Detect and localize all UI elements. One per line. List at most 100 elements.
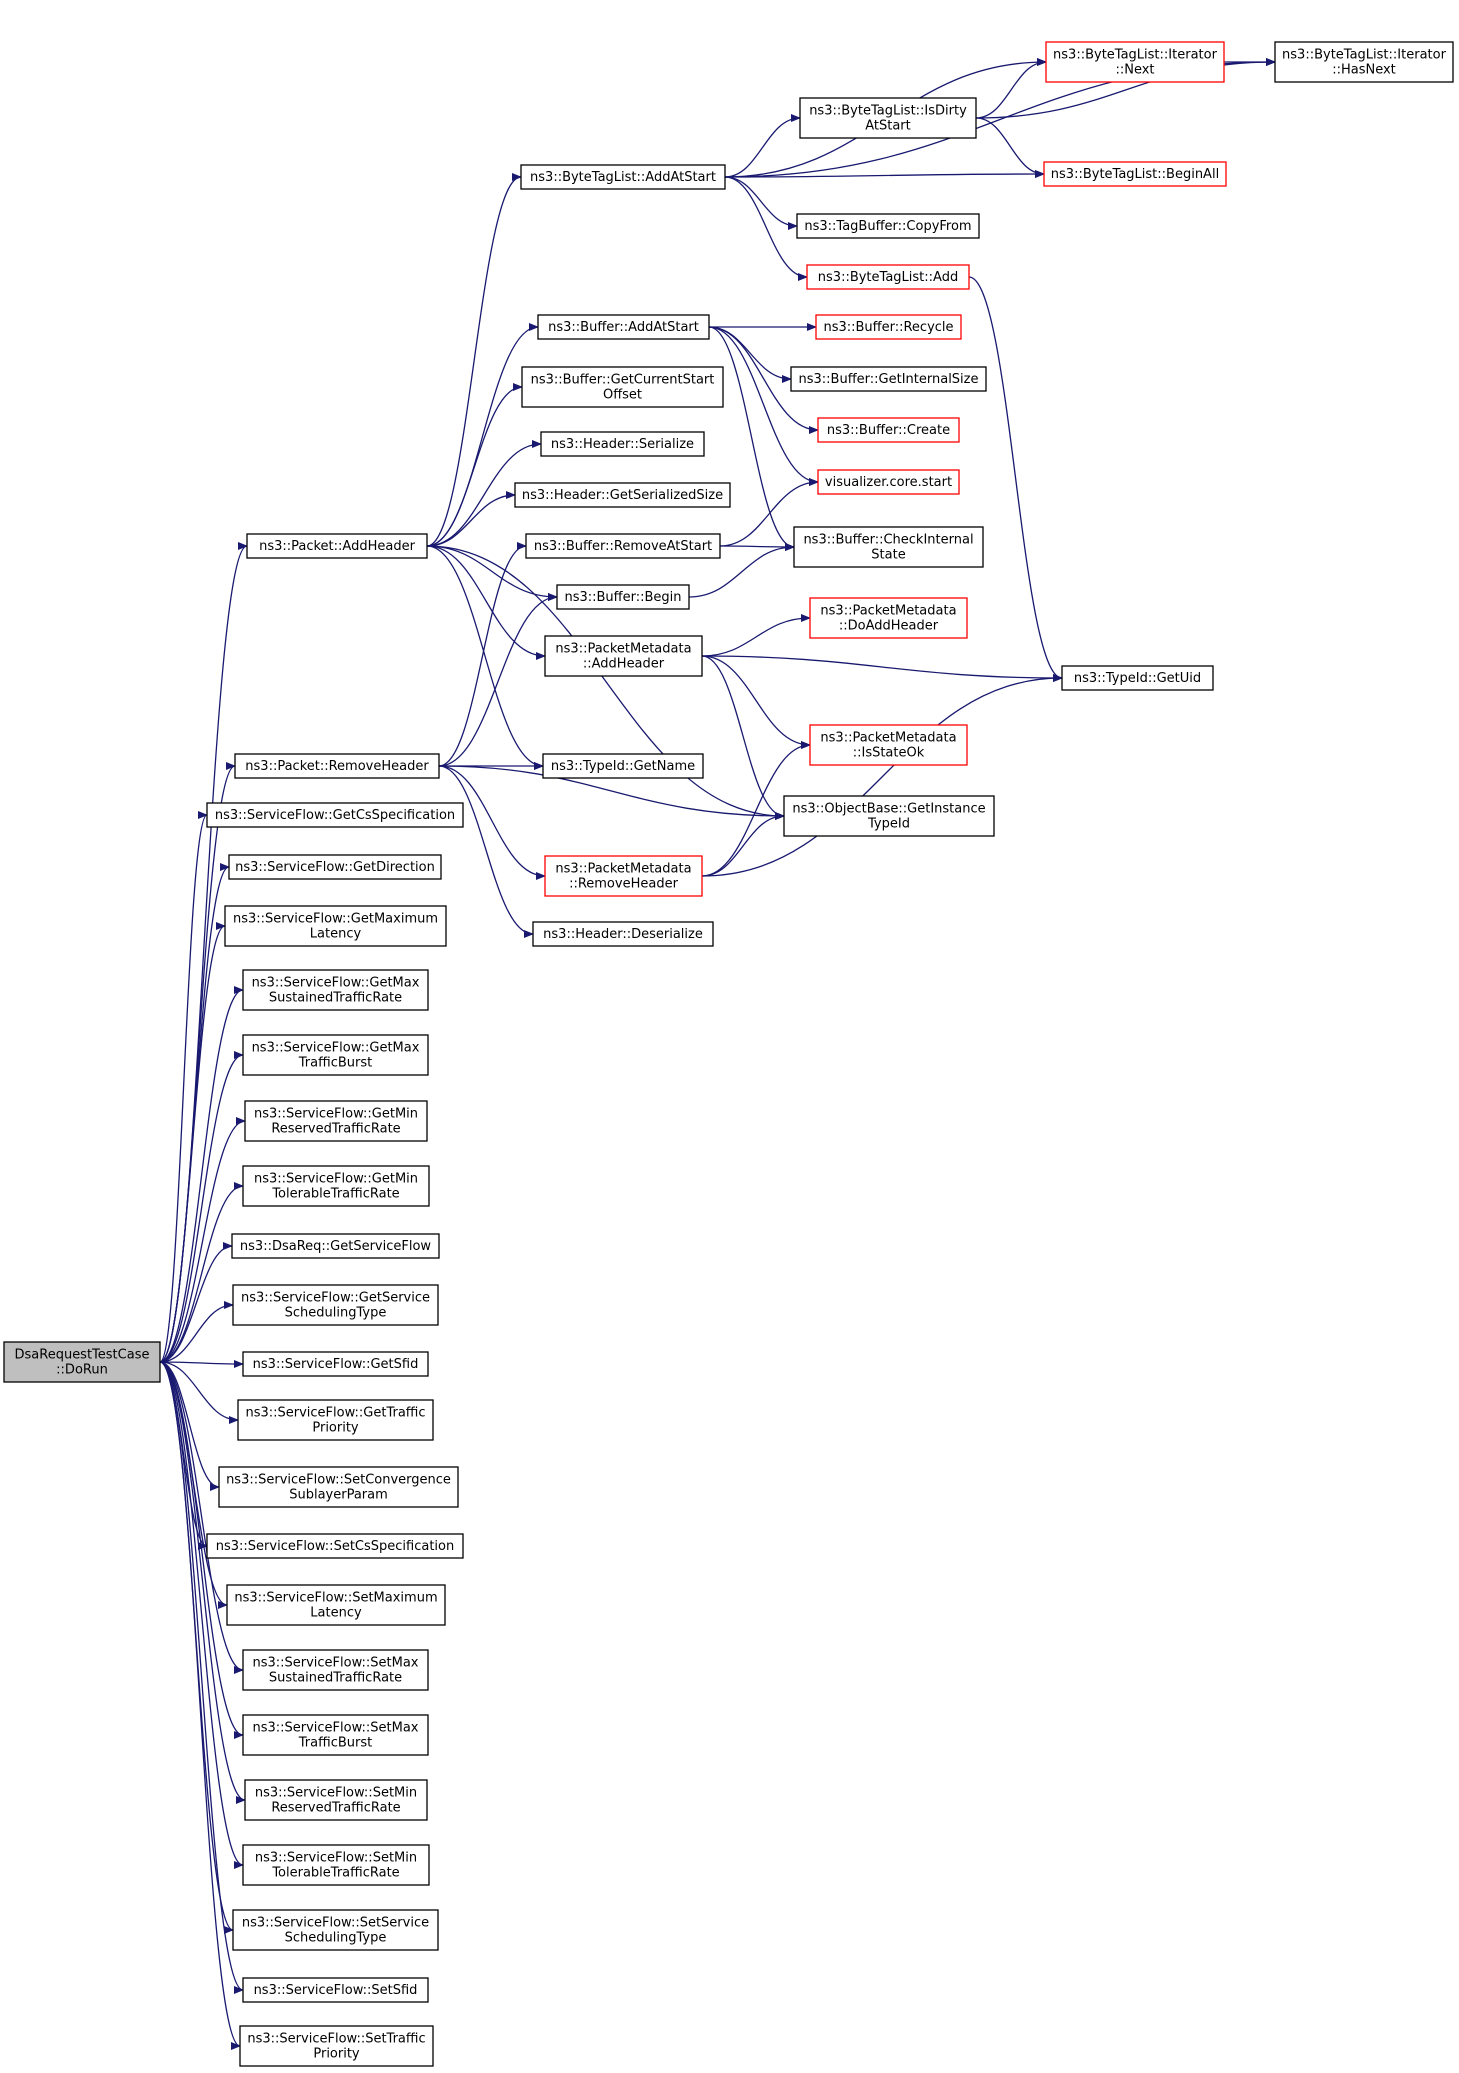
node-box [790,366,987,392]
node-box [231,1233,440,1259]
node-box [514,482,731,508]
node-ns3-typeid-getname[interactable]: ns3::TypeId::GetName [542,753,704,779]
edge-dorun-to-getmaxburst [159,1051,244,1363]
edge-removeheader-to-ob_getinsttid [438,765,785,820]
node-ns3-typeid-getuid[interactable]: ns3::TypeId::GetUid [1061,665,1214,691]
edge-addheader-to-pm_addheader [426,545,546,660]
node-box [232,1909,439,1951]
node-label: Priority [312,1421,359,1436]
node-label: ReservedTrafficRate [271,1801,400,1816]
node-ns3-tagbuffer-copyfrom[interactable]: ns3::TagBuffer::CopyFrom [796,213,980,239]
edge-dorun-to-setminres [159,1361,246,1804]
node-ns3-serviceflow-setcsspecification[interactable]: ns3::ServiceFlow::SetCsSpecification [206,1533,464,1559]
node-ns3-serviceflow-getdirection[interactable]: ns3::ServiceFlow::GetDirection [228,854,442,880]
node-label: ::RemoveHeader [569,877,679,892]
node-box [1274,41,1454,83]
node-box [796,213,980,239]
node-ns3-serviceflow-getmin-tolerabletrafficrate[interactable]: ns3::ServiceFlow::GetMinTolerableTraffic… [242,1165,430,1207]
node-box [809,724,968,766]
edge-addheader-to-ob_getinsttid [426,545,785,820]
node-box [783,795,995,837]
node-label: ns3::ByteTagList::Iterator [1282,48,1447,63]
node-visualizer-core-start[interactable]: visualizer.core.start [817,469,960,495]
node-label: ns3::Packet::AddHeader [259,539,415,554]
node-label: ns3::ServiceFlow::GetDirection [235,860,435,875]
edge-pm_addheader-to-tid_getuid [701,655,1063,682]
node-ns3-packetmetadata-doaddheader[interactable]: ns3::PacketMetadata::DoAddHeader [809,597,968,639]
node-label: SustainedTrafficRate [269,1671,402,1686]
node-ns3-serviceflow-getmax-sustainedtrafficrate[interactable]: ns3::ServiceFlow::GetMaxSustainedTraffic… [242,969,429,1011]
node-label: visualizer.core.start [825,475,952,490]
node-ns3-buffer-begin[interactable]: ns3::Buffer::Begin [556,584,690,610]
node-ns3-buffer-removeatstart[interactable]: ns3::Buffer::RemoveAtStart [525,533,721,559]
node-ns3-serviceflow-setmin-reservedtrafficrate[interactable]: ns3::ServiceFlow::SetMinReservedTrafficR… [244,1779,428,1821]
node-ns3-serviceflow-getservice-schedulingtype[interactable]: ns3::ServiceFlow::GetServiceSchedulingTy… [232,1284,439,1326]
node-ns3-packetmetadata-removeheader[interactable]: ns3::PacketMetadata::RemoveHeader [544,855,703,897]
node-ns3-serviceflow-getcsspecification[interactable]: ns3::ServiceFlow::GetCsSpecification [206,802,464,828]
node-ns3-bytetaglist-addatstart[interactable]: ns3::ByteTagList::AddAtStart [520,164,726,190]
node-box [242,1165,430,1207]
edge-dorun-to-settrafprio [159,1361,241,2050]
edge-buf_addatstart-to-vis_start [708,326,819,486]
node-box [799,97,977,139]
node-label: ns3::Buffer::GetCurrentStart [531,373,715,388]
edge-dorun-to-setmaxburst [159,1361,244,1739]
node-label: ns3::Buffer::AddAtStart [548,320,699,335]
node-ns3-serviceflow-setconvergence-sublayerparam[interactable]: ns3::ServiceFlow::SetConvergenceSublayer… [218,1466,459,1508]
edge-dorun-to-getminres [159,1117,246,1363]
edge-dorun-to-getmaxlat [159,922,226,1363]
node-ns3-serviceflow-setmax-sustainedtrafficrate[interactable]: ns3::ServiceFlow::SetMaxSustainedTraffic… [242,1649,429,1691]
node-ns3-serviceflow-getsfid[interactable]: ns3::ServiceFlow::GetSfid [242,1351,429,1377]
edge-buf_addatstart-to-buf_create [708,326,819,434]
node-box [242,1714,429,1756]
node-ns3-header-getserializedsize[interactable]: ns3::Header::GetSerializedSize [514,482,731,508]
node-ns3-serviceflow-setservice-schedulingtype[interactable]: ns3::ServiceFlow::SetServiceSchedulingTy… [232,1909,439,1951]
node-label: AtStart [865,119,911,134]
node-label: ns3::ServiceFlow::GetMax [252,976,420,991]
node-ns3-header-deserialize[interactable]: ns3::Header::Deserialize [532,921,714,947]
node-ns3-serviceflow-setmin-tolerabletrafficrate[interactable]: ns3::ServiceFlow::SetMinTolerableTraffic… [242,1844,430,1886]
node-ns3-dsareq-getserviceflow[interactable]: ns3::DsaReq::GetServiceFlow [231,1233,440,1259]
node-label: TolerableTrafficRate [271,1187,399,1202]
node-label: ns3::TypeId::GetName [551,759,695,774]
node-dsarequesttestcase-dorun[interactable]: DsaRequestTestCase::DoRun [3,1341,161,1383]
node-label: ns3::DsaReq::GetServiceFlow [240,1239,432,1254]
node-ns3-bytetaglist-iterator-next[interactable]: ns3::ByteTagList::Iterator::Next [1045,41,1225,83]
node-label: ns3::PacketMetadata [555,862,691,877]
node-ns3-buffer-getinternalsize[interactable]: ns3::Buffer::GetInternalSize [790,366,987,392]
node-label: ns3::TagBuffer::CopyFrom [804,219,971,234]
node-box [226,1584,446,1626]
node-ns3-bytetaglist-beginall[interactable]: ns3::ByteTagList::BeginAll [1043,161,1227,187]
node-ns3-bytetaglist-add[interactable]: ns3::ByteTagList::Add [806,264,970,290]
node-ns3-buffer-addatstart[interactable]: ns3::Buffer::AddAtStart [537,314,710,340]
node-ns3-packet-removeheader[interactable]: ns3::Packet::RemoveHeader [234,753,440,779]
node-ns3-buffer-create[interactable]: ns3::Buffer::Create [817,417,960,443]
node-box [242,1649,429,1691]
node-ns3-serviceflow-setsfid[interactable]: ns3::ServiceFlow::SetSfid [242,1977,429,2003]
node-ns3-packetmetadata-isstateok[interactable]: ns3::PacketMetadata::IsStateOk [809,724,968,766]
node-ns3-bytetaglist-iterator-hasnext[interactable]: ns3::ByteTagList::Iterator::HasNext [1274,41,1454,83]
node-ns3-serviceflow-getmin-reservedtrafficrate[interactable]: ns3::ServiceFlow::GetMinReservedTrafficR… [244,1100,428,1142]
node-box [237,1399,434,1441]
node-label: ns3::ServiceFlow::GetService [241,1291,430,1306]
node-label: ::IsStateOk [853,746,925,761]
edge-dorun-to-getmaxsus [159,986,244,1363]
node-ns3-buffer-recycle[interactable]: ns3::Buffer::Recycle [815,314,962,340]
node-ns3-header-serialize[interactable]: ns3::Header::Serialize [540,431,705,457]
node-box [244,1779,428,1821]
node-label: SchedulingType [285,1306,387,1321]
node-label: ns3::ServiceFlow::SetCsSpecification [216,1539,454,1554]
node-ns3-packetmetadata-addheader[interactable]: ns3::PacketMetadata::AddHeader [544,635,703,677]
node-ns3-packet-addheader[interactable]: ns3::Packet::AddHeader [246,533,428,559]
node-box [809,597,968,639]
